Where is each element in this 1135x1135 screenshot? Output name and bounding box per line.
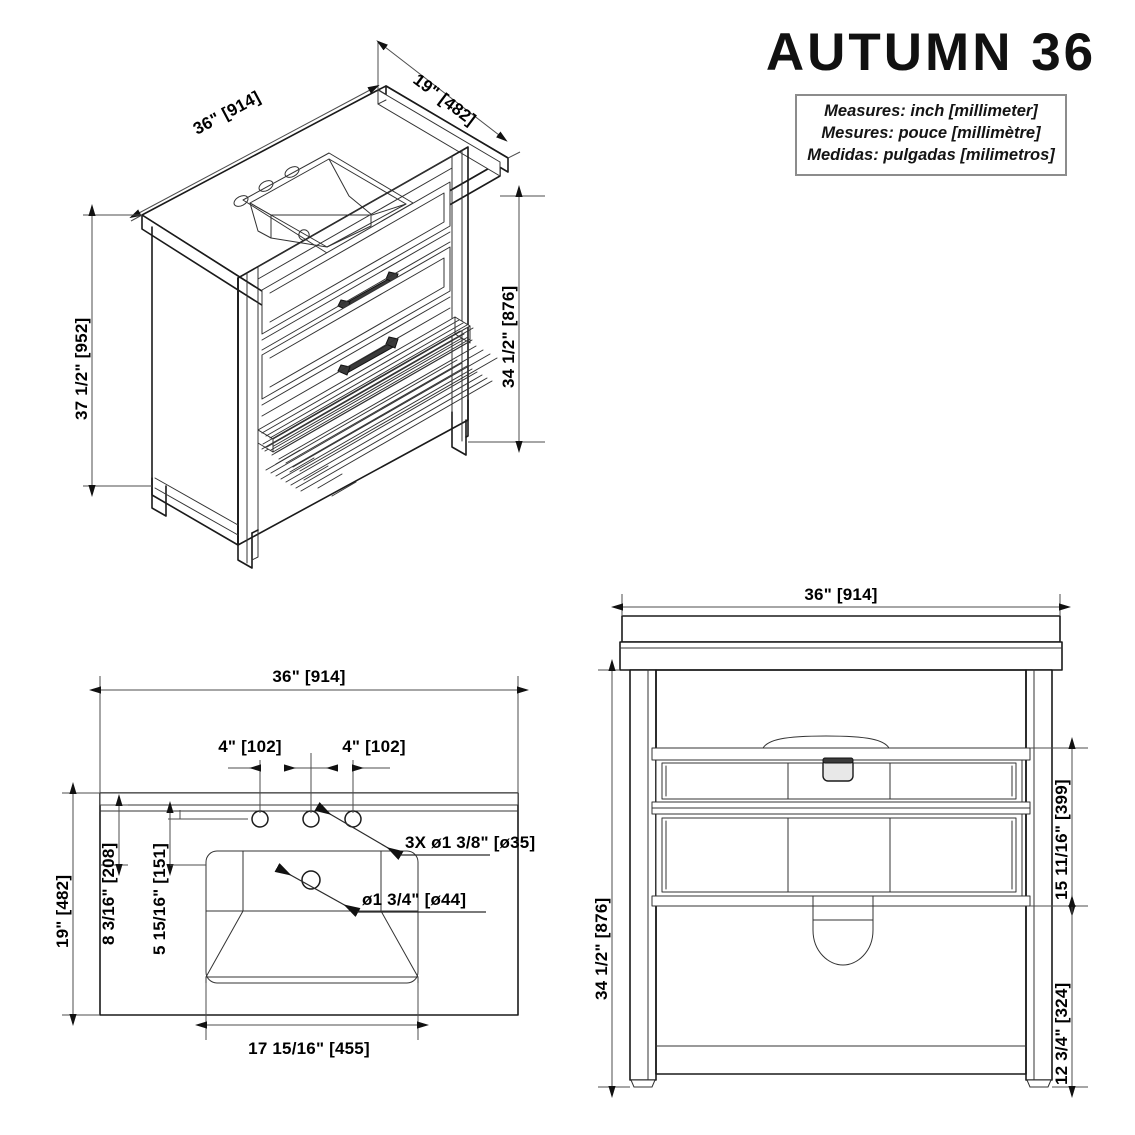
dim-top-depth: 19" [482]: [53, 782, 100, 1026]
dim-top-width: 36" [914]: [89, 667, 529, 793]
svg-text:17 15/16" [455]: 17 15/16" [455]: [248, 1039, 370, 1058]
shelf-slat-hatch: [261, 327, 474, 450]
svg-text:34 1/2" [876]: 34 1/2" [876]: [499, 286, 518, 388]
dim-iso-overall-height: 37 1/2" [952]: [72, 204, 152, 497]
isometric-view: 36" [914] 19" [482] 37 1/2" [952] 34 1: [72, 40, 545, 569]
svg-text:3X ø1 3/8" [ø35]: 3X ø1 3/8" [ø35]: [405, 833, 535, 852]
svg-text:5 15/16" [151]: 5 15/16" [151]: [150, 843, 169, 955]
svg-text:4" [102]: 4" [102]: [218, 737, 282, 756]
shelf-slat-lines: [265, 359, 493, 492]
units-legend-line-en: Measures: inch [millimeter]: [824, 102, 1038, 121]
svg-text:8 3/16" [208]: 8 3/16" [208]: [99, 843, 118, 945]
units-legend-box: Measures: inch [millimeter] Mesures: pou…: [795, 94, 1067, 176]
slatted-shelf: [257, 316, 498, 497]
svg-text:36" [914]: 36" [914]: [804, 585, 877, 604]
dim-front-height: 34 1/2" [876]: [592, 659, 630, 1098]
units-legend-line-es: Medidas: pulgadas [milimetros]: [807, 145, 1055, 164]
callout-drain: ø1 3/4" [ø44]: [274, 863, 486, 917]
svg-text:ø1 3/4" [ø44]: ø1 3/4" [ø44]: [362, 890, 466, 909]
dim-bowl-width: 17 15/16" [455]: [195, 983, 429, 1058]
top-view: 36" [914] 4" [102] 4" [102]: [53, 667, 535, 1058]
plumbing-cutout: [812, 895, 874, 966]
front-elevation-view: 36" [914] 34 1/2" [876] 15 11/16" [399]: [592, 585, 1088, 1098]
svg-text:36" [914]: 36" [914]: [190, 87, 264, 138]
dim-backsplash-to-holes: 8 3/16" [208]: [99, 794, 128, 945]
svg-text:19" [482]: 19" [482]: [53, 875, 72, 948]
dim-iso-counter-height: 34 1/2" [876]: [468, 185, 545, 453]
title-block: AUTUMN 36 Measures: inch [millimeter] Me…: [745, 23, 1117, 176]
dim-faucet-spread-left: 4" [102]: [218, 737, 312, 813]
dim-shelf-to-floor: 12 3/4" [324]: [1052, 895, 1088, 1098]
dim-faucet-spread-right: 4" [102]: [311, 737, 406, 813]
page-title: AUTUMN 36: [765, 23, 1097, 82]
units-legend-line-fr: Mesures: pouce [millimètre]: [821, 123, 1041, 142]
dim-front-width: 36" [914]: [611, 585, 1071, 616]
svg-text:34 1/2" [876]: 34 1/2" [876]: [592, 898, 611, 1000]
svg-text:4" [102]: 4" [102]: [342, 737, 406, 756]
svg-text:15 11/16" [399]: 15 11/16" [399]: [1052, 779, 1071, 900]
svg-text:36" [914]: 36" [914]: [272, 667, 345, 686]
svg-text:12 3/4" [324]: 12 3/4" [324]: [1052, 983, 1071, 1085]
svg-text:37 1/2" [952]: 37 1/2" [952]: [72, 318, 91, 420]
callout-faucet-holes: 3X ø1 3/8" [ø35]: [314, 802, 535, 860]
drawer-handle-front: [822, 757, 854, 782]
dim-top-to-shelf: 15 11/16" [399]: [1030, 737, 1088, 917]
dim-holes-to-bowl: 5 15/16" [151]: [150, 801, 248, 955]
